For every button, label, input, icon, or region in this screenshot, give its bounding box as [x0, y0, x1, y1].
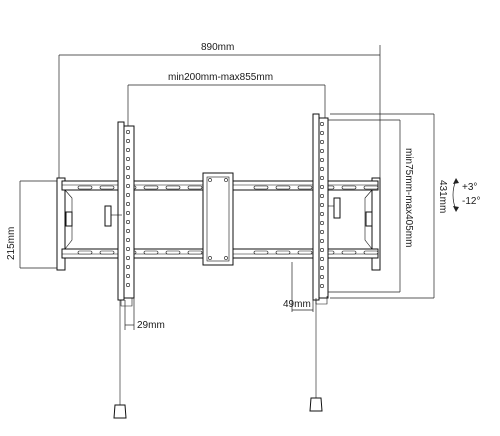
pull-cord-left [113, 300, 127, 419]
mounting-slot [341, 250, 357, 255]
tilt-arc-icon [452, 179, 457, 211]
arm-hole [319, 239, 324, 244]
dimension-plate-height: 215mm [6, 180, 57, 269]
arm-hole [319, 131, 324, 136]
mounting-slot [341, 185, 357, 190]
arm-hole [126, 229, 131, 234]
dimension-total-height: 431mm [330, 113, 448, 299]
arm-hole [319, 248, 324, 253]
tilt-arrow-down-icon [453, 206, 459, 212]
center-bracket [202, 172, 234, 266]
arm-hole [319, 265, 324, 270]
arm-hole [126, 220, 131, 225]
arm-hole [126, 139, 131, 144]
arm-hole [319, 212, 324, 217]
mounting-slot [187, 185, 203, 190]
vesa-horizontal-label: min200mm-max855mm [168, 72, 273, 83]
mounting-slot [143, 185, 159, 190]
arm-hole [126, 193, 131, 198]
arm-hole [126, 148, 131, 153]
arm-hole [126, 238, 131, 243]
arm-hole [319, 176, 324, 181]
arm-hole [319, 203, 324, 208]
mounting-slot [363, 185, 379, 190]
mounting-slot [143, 250, 159, 255]
arm-hole [126, 247, 131, 252]
pull-cord-right [309, 300, 323, 412]
arm-hole [126, 166, 131, 171]
dimension-vesa-vertical: min75mm-max405mm [328, 119, 414, 293]
dimension-vesa-horizontal: min200mm-max855mm [127, 72, 326, 126]
arm-hole [126, 264, 131, 269]
arm-hole [319, 122, 324, 127]
arm-hole [126, 157, 131, 162]
arm-hole [319, 221, 324, 226]
mounting-slot [363, 250, 379, 255]
arm-hole [126, 255, 131, 260]
vesa-vertical-label: min75mm-max405mm [403, 148, 414, 247]
total-height-label: 431mm [437, 180, 448, 213]
depth-min-label: 29mm [137, 320, 165, 331]
mounting-slot [77, 185, 93, 190]
dimension-overall-width: 890mm [58, 42, 381, 178]
mounting-slot [253, 185, 269, 190]
mounting-slot [275, 185, 291, 190]
mounting-slot [99, 185, 115, 190]
mounting-slot [253, 250, 269, 255]
tilt-up-label: +3° [462, 182, 477, 193]
overall-width-label: 890mm [201, 42, 234, 53]
arm-hole [126, 184, 131, 189]
mounting-slot [297, 250, 313, 255]
arm-hole [126, 175, 131, 180]
depth-max-label: 49mm [283, 299, 311, 310]
mounting-slot [77, 250, 93, 255]
tilt-indicator: +3° -12° [452, 178, 480, 212]
arm-hole [319, 158, 324, 163]
arm-hole [319, 194, 324, 199]
arm-hole [319, 167, 324, 172]
arm-hole [319, 140, 324, 145]
arm-hole [126, 273, 131, 278]
arm-hole [126, 130, 131, 135]
left-tv-arm [104, 121, 135, 307]
dimension-depth-max: 49mm [283, 262, 314, 312]
arm-hole [319, 149, 324, 154]
mounting-slot [275, 250, 291, 255]
arm-hole [319, 256, 324, 261]
arm-hole [126, 202, 131, 207]
tilt-arrow-up-icon [453, 178, 459, 184]
arm-hole [319, 274, 324, 279]
arm-hole [319, 185, 324, 190]
arm-hole [319, 283, 324, 288]
mounting-slot [99, 250, 115, 255]
arm-hole [126, 282, 131, 287]
mounting-slot [165, 185, 181, 190]
dimension-depth-min: 29mm [124, 298, 165, 331]
mounting-slot [187, 250, 203, 255]
mounting-slot [297, 185, 313, 190]
plate-height-label: 215mm [6, 227, 17, 260]
right-tv-arm [312, 113, 341, 305]
tilt-down-label: -12° [462, 196, 480, 207]
arm-hole [319, 230, 324, 235]
mounting-slot [165, 250, 181, 255]
arm-hole [126, 211, 131, 216]
